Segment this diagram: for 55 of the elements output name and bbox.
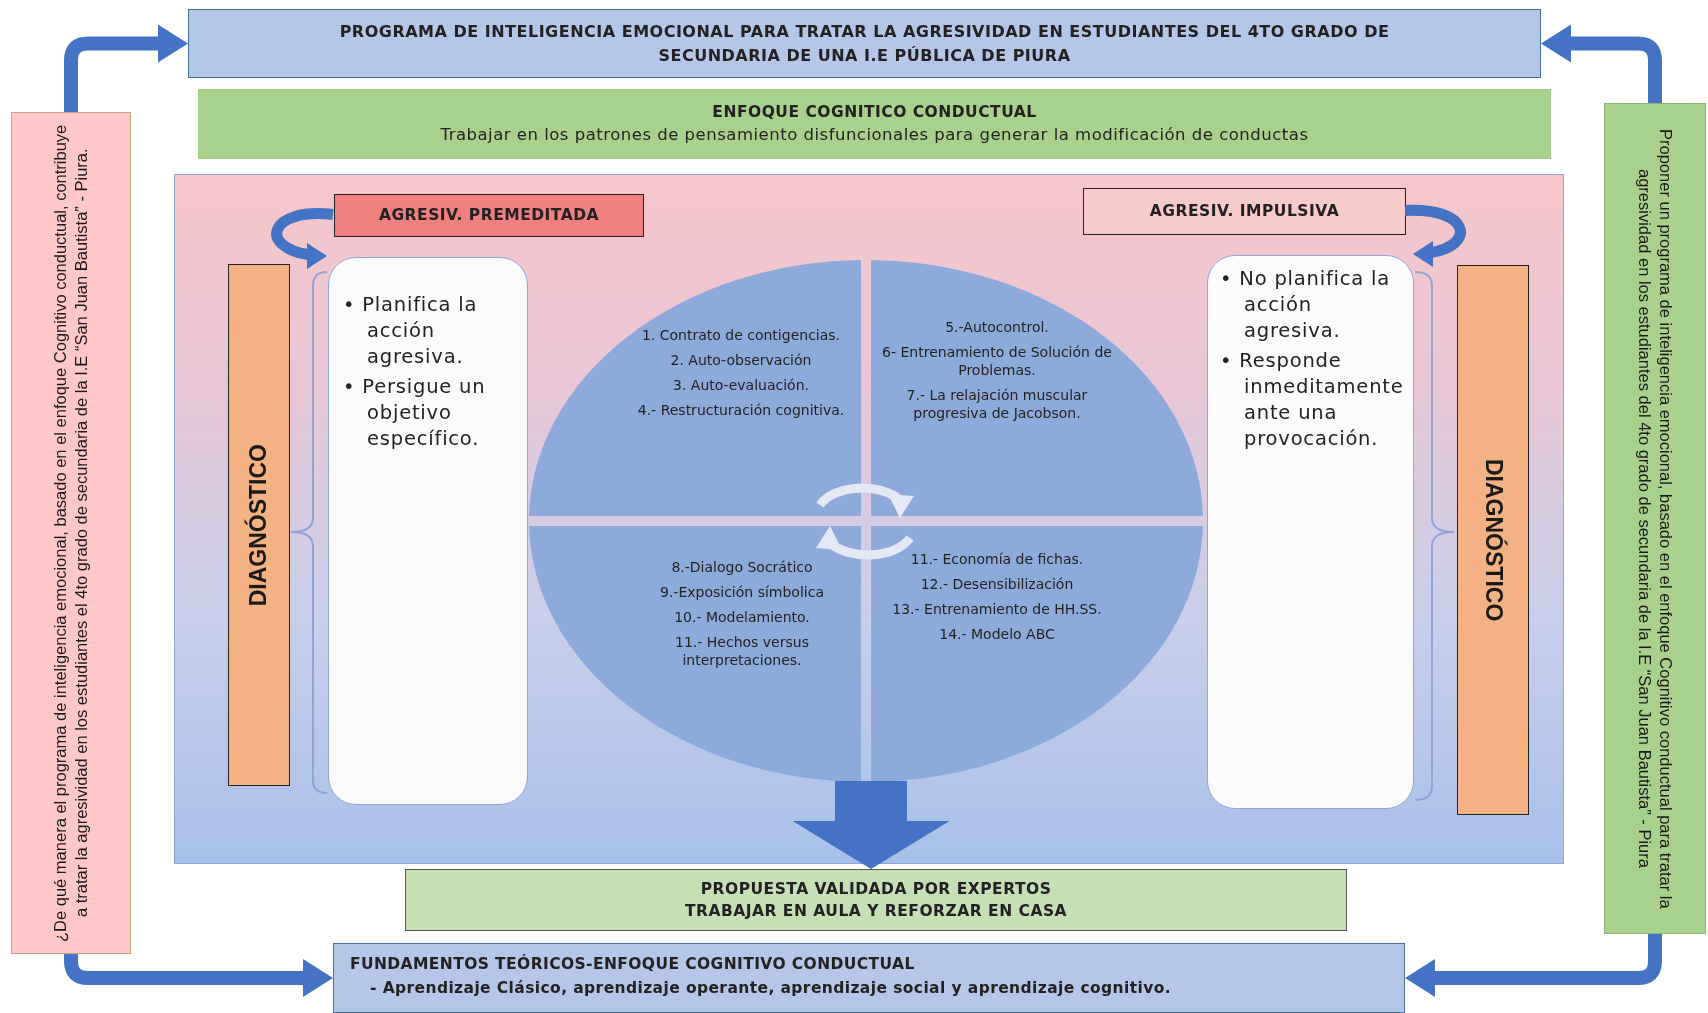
diagnosis-bar <box>1457 265 1529 815</box>
quadrant-segment <box>529 526 861 782</box>
approach-box <box>198 89 1551 159</box>
technique-item: 11.- Economía de fichas. <box>909 550 1085 568</box>
foundations-box <box>333 943 1405 1013</box>
technique-item: 13.- Entrenamiento de HH.SS. <box>891 600 1103 618</box>
category-label: AGRESIV. IMPULSIVA <box>1149 201 1340 223</box>
technique-item: 1. Contrato de contigencias. <box>640 326 842 344</box>
foundations-text: - Aprendizaje Clásico, aprendizaje operante, aprendizaje social y aprendizaje cognitivo. <box>369 978 1173 999</box>
technique-item: 5.-Autocontrol. <box>944 318 1050 336</box>
title-text: PROGRAMA DE INTELIGENCIA EMOCIONAL PARA TRATAR LA AGRESIVIDAD EN ESTUDIANTES DEL 4TO GRADO DE SECUNDARIA DE UNA I.E PÚBLICA DE PIURA <box>338 21 1391 67</box>
arrow <box>1405 205 1466 266</box>
category-box <box>1083 188 1406 235</box>
arrow <box>271 208 334 268</box>
bullet-item: • Persigue un objetivo específico. <box>343 374 487 452</box>
technique-item: 7.- La relajación muscular progresiva de Jacobson. <box>905 386 1089 422</box>
quadrant-segment <box>529 260 861 516</box>
approach-text: Trabajar en los patrones de pensamiento disfuncionales para generar la modificación de conductas <box>440 124 1309 147</box>
diagnosis-label: DIAGNÓSTICO <box>1479 458 1508 622</box>
technique-item: 6- Entrenamiento de Solución de Problemas. <box>881 343 1113 379</box>
proposal-box <box>405 869 1347 931</box>
quadrant-segment <box>871 526 1203 782</box>
program-panel <box>174 174 1564 864</box>
arrow <box>64 24 188 112</box>
objective-text: Proponer un programa de inteligencia emocional, basado en el enfoque Cognitivo conductual para tratar la agresividad en los estudiantes del 4to grado de secundaria de la I.E “San Juan Bautista” - Piura <box>1635 127 1677 911</box>
category-label: AGRESIV. PREMEDITADA <box>378 205 600 227</box>
bullet-item: • Planifica la acción agresiva. <box>343 292 479 370</box>
technique-item: 14.- Modelo ABC <box>938 625 1056 643</box>
proposal-text: TRABAJAR EN AULA Y REFORZAR EN CASA <box>684 901 1068 922</box>
question-text: ¿De qué manera el programa de inteligencia emocional, basado en el enfoque Cognitivo conductual, contribuye a tratar la agresividad en los estudiantes el 4to grado de secundaria de la I.E “San Juan Bautista” - Piura. <box>49 124 91 942</box>
technique-item: 4.- Restructuración cognitiva. <box>636 401 846 419</box>
technique-item: 12.- Desensibilización <box>919 575 1075 593</box>
technique-item: 9.-Exposición símbolica <box>659 583 825 601</box>
technique-item: 2. Auto-observación <box>669 351 813 369</box>
technique-item: 10.- Modelamiento. <box>673 608 811 626</box>
bullet-item: • Responde inmeditamente ante una provocación. <box>1220 348 1405 452</box>
proposal-text: PROPUESTA VALIDADA POR EXPERTOS <box>700 878 1052 900</box>
arrow <box>1405 934 1662 997</box>
bullet-item: • No planifica la acción agresiva. <box>1220 266 1392 344</box>
technique-item: 8.-Dialogo Socrático <box>670 558 814 576</box>
bullet-card <box>1207 255 1414 809</box>
approach-heading: ENFOQUE COGNITICO CONDUCTUAL <box>712 101 1037 123</box>
title-box <box>188 9 1541 78</box>
diagnosis-label: DIAGNÓSTICO <box>244 443 273 607</box>
objective-box <box>1604 103 1706 934</box>
diagnosis-bar <box>228 264 290 786</box>
technique-item: 11.- Hechos versus interpretaciones. <box>674 633 810 669</box>
foundations-heading: FUNDAMENTOS TEÓRICOS-ENFOQUE COGNITIVO CONDUCTUAL <box>350 953 916 975</box>
category-box <box>334 194 644 237</box>
arrow <box>792 781 950 869</box>
arrow <box>64 954 333 997</box>
question-box <box>11 112 131 954</box>
quadrant-segment <box>871 260 1203 516</box>
bullet-card <box>328 257 528 805</box>
technique-item: 3. Auto-evaluación. <box>672 376 810 394</box>
